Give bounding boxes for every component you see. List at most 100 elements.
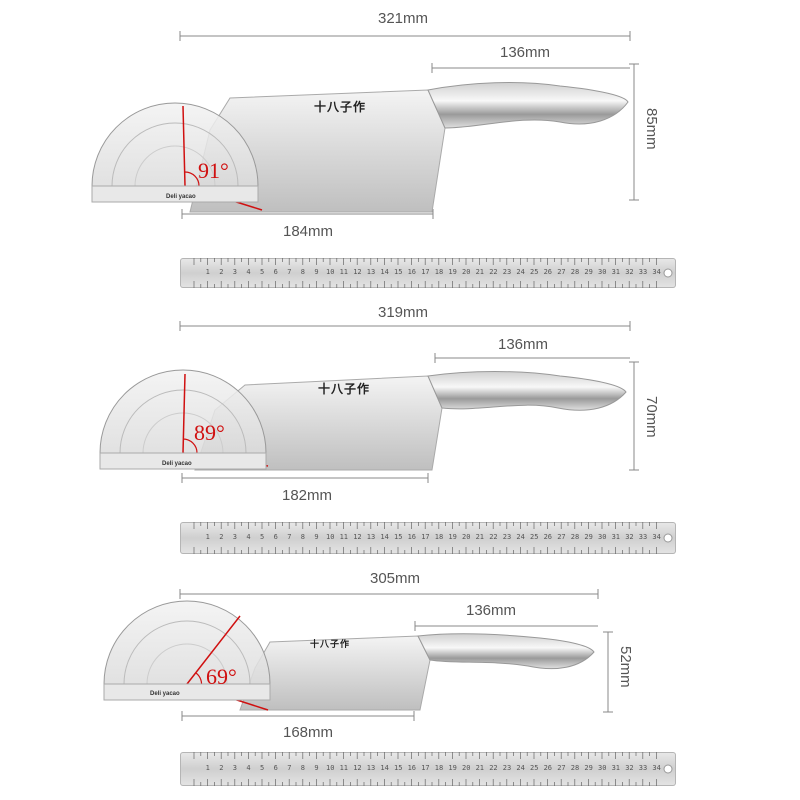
ruler-number: 33 [638, 268, 648, 276]
ruler-number: 31 [611, 764, 621, 772]
ruler-number: 21 [475, 764, 485, 772]
ruler-number: 7 [287, 764, 292, 772]
knife-3-handle-length: 136mm [466, 602, 517, 619]
protractor-2 [99, 369, 269, 470]
ruler-number: 23 [502, 764, 512, 772]
knife-3 [239, 633, 595, 711]
ruler-number: 3 [232, 268, 238, 276]
ruler-number: 23 [502, 533, 512, 541]
knife-1-handle [427, 82, 629, 129]
ruler-number: 3 [232, 533, 238, 541]
ruler-number: 15 [394, 268, 403, 276]
ruler-number: 28 [570, 533, 580, 541]
ruler-number: 19 [448, 268, 457, 276]
ruler-number: 31 [611, 268, 621, 276]
ruler-number: 33 [638, 764, 648, 772]
ruler-number: 32 [625, 533, 634, 541]
ruler-number: 26 [543, 764, 553, 772]
ruler-number: 20 [462, 764, 471, 772]
ruler-number: 7 [287, 533, 292, 541]
ruler-number: 13 [366, 533, 376, 541]
ruler-number: 1 [205, 533, 210, 541]
ruler-number: 29 [584, 268, 593, 276]
ruler-number: 24 [516, 533, 525, 541]
ruler-number: 33 [638, 533, 648, 541]
knife-1-logo: 十八子作 [314, 100, 367, 114]
protractor-1 [91, 102, 263, 211]
ruler-number: 16 [407, 268, 417, 276]
ruler-number: 6 [273, 268, 278, 276]
ruler-number: 34 [652, 764, 661, 772]
ruler-number: 9 [314, 533, 319, 541]
ruler-number: 9 [314, 764, 319, 772]
ruler-number: 13 [366, 268, 376, 276]
ruler-number: 5 [260, 764, 265, 772]
ruler-number: 32 [625, 268, 634, 276]
ruler-number: 1 [205, 268, 210, 276]
knife-2-total-length: 319mm [378, 304, 429, 321]
ruler-ticks [193, 752, 673, 786]
ruler-number: 15 [394, 764, 403, 772]
ruler-number: 8 [300, 533, 306, 541]
ruler-number: 28 [570, 764, 580, 772]
ruler-number: 16 [407, 533, 417, 541]
ruler-number: 7 [287, 268, 292, 276]
ruler-number: 29 [584, 533, 593, 541]
ruler-number: 31 [611, 533, 621, 541]
ruler-number: 9 [314, 268, 319, 276]
ruler-number: 15 [394, 533, 403, 541]
ruler-number: 14 [380, 533, 389, 541]
ruler-number: 21 [475, 533, 485, 541]
ruler-number: 11 [339, 533, 349, 541]
ruler-number: 26 [543, 533, 553, 541]
ruler-number: 23 [502, 268, 512, 276]
ruler-number: 12 [353, 533, 362, 541]
ruler-number: 34 [652, 268, 661, 276]
knife-3-logo: 十八子作 [310, 640, 351, 650]
knife-2-blade-height: 70mm [643, 396, 660, 438]
ruler-number: 22 [489, 764, 498, 772]
ruler-number: 17 [421, 533, 430, 541]
ruler-number: 30 [598, 764, 607, 772]
knife-3-handle [417, 633, 595, 670]
ruler-number: 27 [557, 268, 566, 276]
knife-2-logo: 十八子作 [318, 382, 371, 396]
ruler-number: 5 [260, 268, 265, 276]
knife-1-blade-length: 184mm [283, 223, 334, 240]
ruler-number: 19 [448, 764, 457, 772]
ruler-number: 13 [366, 764, 376, 772]
ruler-number: 6 [273, 764, 278, 772]
ruler-number: 18 [434, 764, 444, 772]
ruler-number: 25 [530, 764, 539, 772]
ruler-number: 10 [326, 533, 335, 541]
ruler-number: 8 [300, 764, 306, 772]
ruler-number: 1 [205, 764, 210, 772]
ruler-number: 2 [219, 764, 224, 772]
ruler-number: 17 [421, 764, 430, 772]
ruler-number: 24 [516, 764, 525, 772]
ruler-number: 27 [557, 533, 566, 541]
ruler-number: 18 [434, 533, 444, 541]
ruler-number: 34 [652, 533, 661, 541]
ruler-number: 2 [219, 268, 224, 276]
ruler-number: 14 [380, 764, 389, 772]
ruler-number: 16 [407, 764, 417, 772]
ruler-number: 12 [353, 764, 362, 772]
ruler-number: 14 [380, 268, 389, 276]
ruler-number: 2 [219, 533, 224, 541]
ruler-number: 17 [421, 268, 430, 276]
ruler-number: 27 [557, 764, 566, 772]
protractor-3 [103, 600, 271, 711]
ruler-ticks [193, 522, 673, 554]
ruler-number: 10 [326, 764, 335, 772]
ruler-number: 26 [543, 268, 553, 276]
knife-1-blade-height: 85mm [643, 108, 660, 150]
protractor-2-brand: Deli yacao [162, 461, 192, 467]
protractor-1-brand: Deli yacao [166, 194, 196, 200]
ruler-number: 20 [462, 268, 471, 276]
ruler-number: 18 [434, 268, 444, 276]
ruler-number: 32 [625, 764, 634, 772]
